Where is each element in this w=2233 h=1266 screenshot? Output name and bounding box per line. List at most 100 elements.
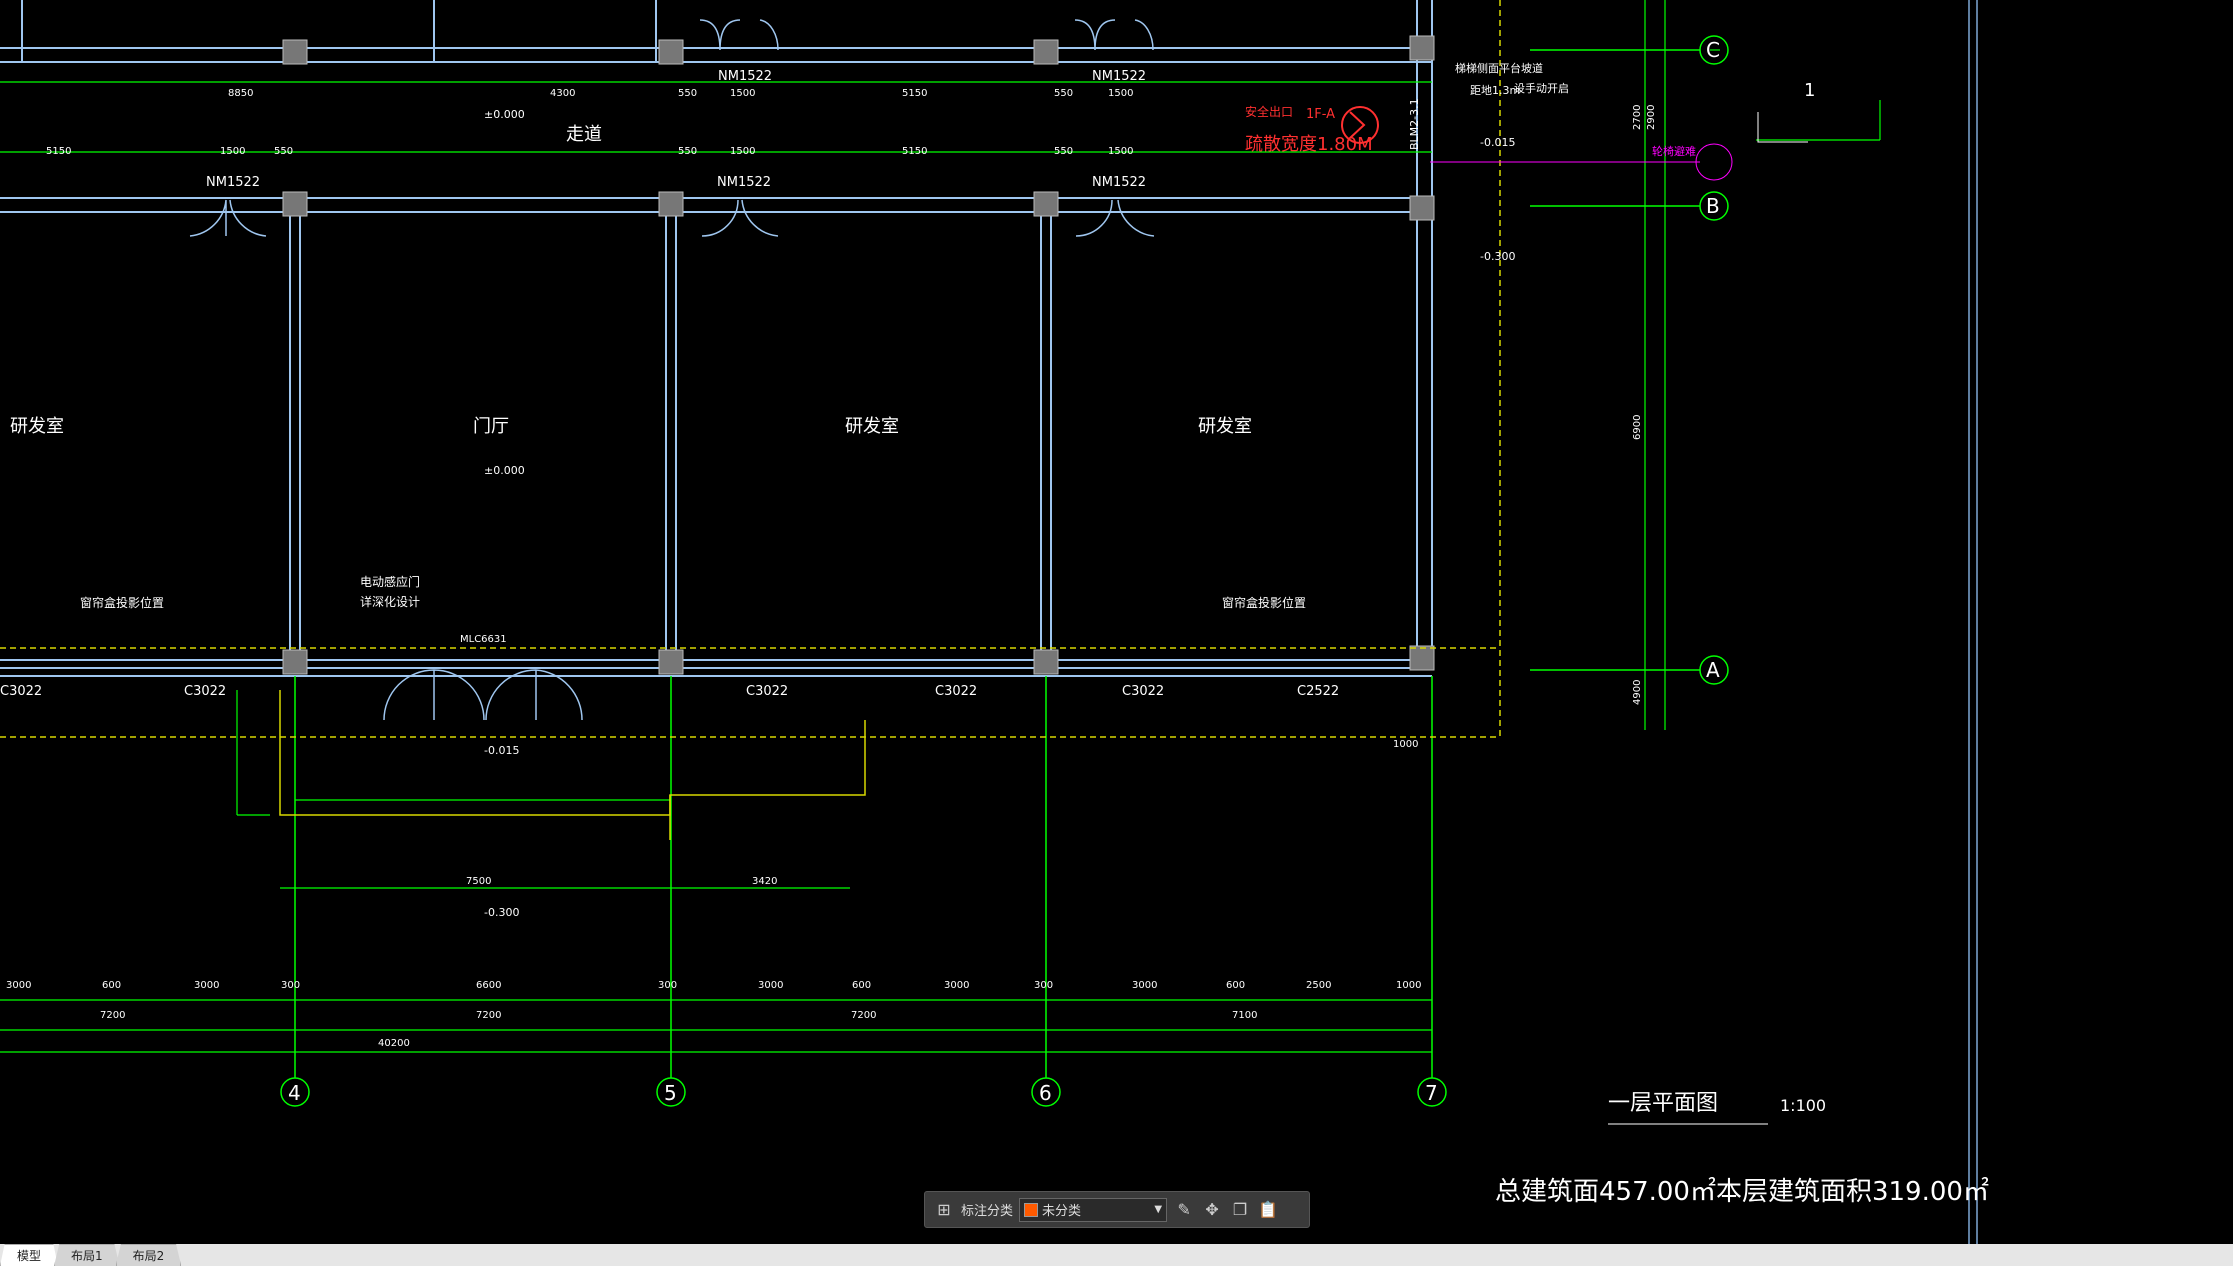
tab-layout1[interactable]: 布局1 xyxy=(54,1244,120,1266)
dim: 1500 xyxy=(730,146,755,157)
room-label: 走道 xyxy=(566,124,602,145)
note: 窗帘盒投影位置 xyxy=(1222,595,1306,610)
door-label: NM1522 xyxy=(206,175,260,190)
note: 详深化设计 xyxy=(360,594,420,609)
note: 疏散宽度1.80M xyxy=(1245,134,1373,155)
tab-layout2[interactable]: 布局2 xyxy=(115,1244,182,1266)
dim: 4900 xyxy=(1632,680,1643,705)
dim: 1500 xyxy=(1108,88,1133,99)
dim: 3000 xyxy=(758,980,783,991)
window-label: C3022 xyxy=(746,684,788,699)
dim: 550 xyxy=(274,146,293,157)
move-icon[interactable]: ✥ xyxy=(1205,1200,1219,1219)
dim: 5150 xyxy=(46,146,71,157)
dim: 5150 xyxy=(902,146,927,157)
dim: 600 xyxy=(852,980,871,991)
dim: 550 xyxy=(678,88,697,99)
toolbar-label: 标注分类 xyxy=(961,1204,1014,1219)
tab-model[interactable]: 模型 xyxy=(0,1244,59,1266)
dim: 600 xyxy=(1226,980,1245,991)
section-mark: 1 xyxy=(1804,80,1815,101)
dim: 2500 xyxy=(1306,980,1331,991)
room-label: 研发室 xyxy=(1198,416,1252,437)
dim: 550 xyxy=(1054,88,1073,99)
window-label: C3022 xyxy=(1122,684,1164,699)
elevation: -0.015 xyxy=(1480,136,1515,149)
drawing-title: 一层平面图 xyxy=(1608,1091,1718,1116)
elevation: -0.300 xyxy=(1480,250,1515,263)
door-label: NM1522 xyxy=(1092,69,1146,84)
note: 电动感应门 xyxy=(360,574,420,589)
axis-label: 7 xyxy=(1425,1081,1438,1105)
window-label: C2522 xyxy=(1297,684,1339,699)
door-label: NM1522 xyxy=(718,69,772,84)
dim: 300 xyxy=(281,980,300,991)
axis-label: A xyxy=(1706,658,1720,682)
axis-label: 4 xyxy=(288,1081,301,1105)
category-select-value: 未分类 xyxy=(1042,1204,1082,1219)
elevation: -0.015 xyxy=(484,744,519,757)
dim: 3420 xyxy=(752,876,777,887)
note: 窗帘盒投影位置 xyxy=(80,595,164,610)
grid-icon[interactable]: ⊞ xyxy=(937,1200,951,1219)
copy-icon[interactable]: ❐ xyxy=(1232,1200,1248,1219)
door-label: NM1522 xyxy=(1092,175,1146,190)
dim: 1000 xyxy=(1396,980,1421,991)
note: BLM2-3.1 xyxy=(1408,98,1421,150)
note: 梯梯侧面平台坡道 xyxy=(1455,61,1543,75)
note: 安全出口 xyxy=(1245,104,1293,119)
dim: 7200 xyxy=(476,1010,501,1021)
note: 距地1.3m xyxy=(1470,84,1520,97)
dim: 3000 xyxy=(194,980,219,991)
door-label: NM1522 xyxy=(717,175,771,190)
paste-icon[interactable]: 📋 xyxy=(1258,1200,1278,1219)
axis-label: 5 xyxy=(664,1081,677,1105)
dim: 1500 xyxy=(220,146,245,157)
dim: 7100 xyxy=(1232,1010,1257,1021)
annotation-toolbar: ⊞ 标注分类 未分类 ▼ ✎ ✥ ❐ 📋 xyxy=(924,1191,1310,1228)
dim: 2900 xyxy=(1646,105,1657,130)
dim: 8850 xyxy=(228,88,253,99)
dim: 1500 xyxy=(1108,146,1133,157)
elevation: ±0.000 xyxy=(484,108,525,121)
dim: 300 xyxy=(1034,980,1053,991)
note: 设手动开启 xyxy=(1514,81,1569,95)
note: 1F-A xyxy=(1306,107,1335,122)
room-label: 门厅 xyxy=(473,416,509,437)
elevation: -0.300 xyxy=(484,906,519,919)
layout-tabs: 模型 布局1 布局2 xyxy=(0,1244,2233,1266)
dim: 2700 xyxy=(1632,105,1643,130)
dim: 300 xyxy=(658,980,677,991)
dim: 3000 xyxy=(1132,980,1157,991)
window-label: C3022 xyxy=(184,684,226,699)
axis-label: B xyxy=(1706,194,1720,218)
note: 轮椅避难 xyxy=(1652,144,1696,158)
room-label: 研发室 xyxy=(10,416,64,437)
chevron-down-icon: ▼ xyxy=(1154,1204,1163,1215)
room-label: 研发室 xyxy=(845,416,899,437)
dim: 7500 xyxy=(466,876,491,887)
dim: 5150 xyxy=(902,88,927,99)
dim: 550 xyxy=(678,146,697,157)
window-label: C3022 xyxy=(0,684,42,699)
dim: 1500 xyxy=(730,88,755,99)
window-label: C3022 xyxy=(935,684,977,699)
dim: 550 xyxy=(1054,146,1073,157)
dim: 1000 xyxy=(1393,739,1418,750)
dim: 6900 xyxy=(1632,415,1643,440)
dim: 4300 xyxy=(550,88,575,99)
drawing-scale: 1:100 xyxy=(1780,1096,1826,1115)
category-select[interactable]: 未分类 ▼ xyxy=(1019,1197,1168,1222)
color-swatch xyxy=(1024,1202,1039,1217)
dim: 6600 xyxy=(476,980,501,991)
dim: 40200 xyxy=(378,1038,410,1049)
dim: 7200 xyxy=(100,1010,125,1021)
edit-icon[interactable]: ✎ xyxy=(1177,1200,1191,1219)
dim: 7200 xyxy=(851,1010,876,1021)
elevation: ±0.000 xyxy=(484,464,525,477)
dim: 3000 xyxy=(944,980,969,991)
dim: 600 xyxy=(102,980,121,991)
dim: 3000 xyxy=(6,980,31,991)
door-label: MLC6631 xyxy=(460,634,507,645)
